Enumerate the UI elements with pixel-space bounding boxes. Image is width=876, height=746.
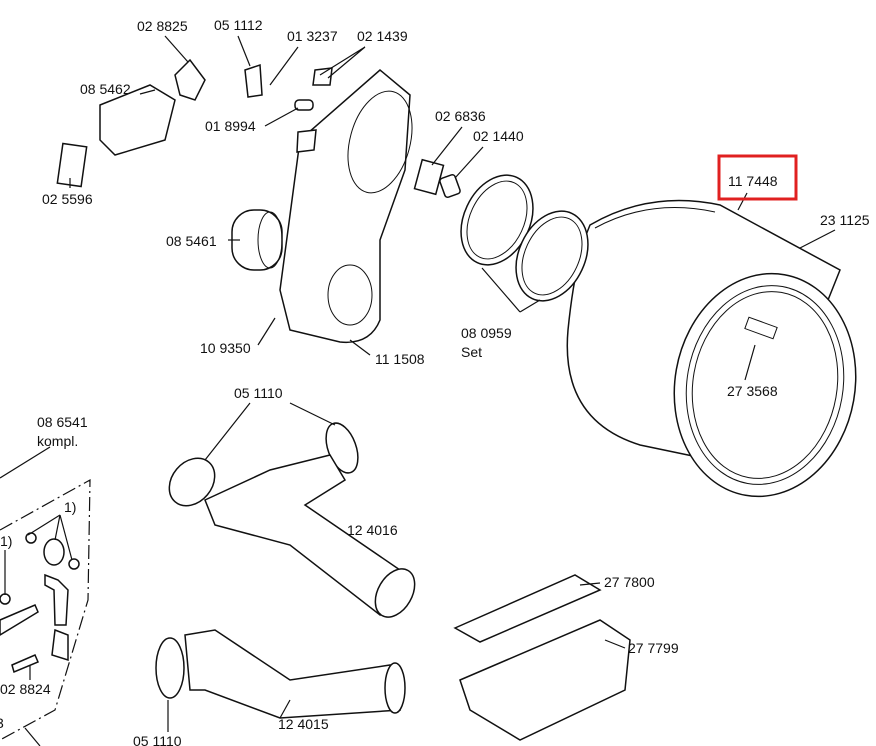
leader-lines [0,35,836,746]
label-08-5462: 08 5462 [80,81,131,97]
label-kompl: kompl. [37,433,78,449]
lint-filter [459,619,631,741]
heater-part [99,84,176,156]
bracket-part-a [312,67,333,86]
label-08-0959: 08 0959 [461,325,512,341]
filter-gasket [453,574,602,643]
label-set: Set [461,344,482,360]
label-27-7799: 27 7799 [628,640,679,656]
seal-rings [460,174,589,302]
label-12-4015: 12 4015 [278,716,329,732]
label-27-7800: 27 7800 [604,574,655,590]
label-11-1508: 11 1508 [375,351,425,367]
label-08-6541: 08 6541 [37,414,88,430]
label-02-1439: 02 1439 [357,28,408,44]
label-27-3568: 27 3568 [727,383,778,399]
note-1-a: 1) [64,499,76,515]
label-10-9350: 10 9350 [200,340,251,356]
label-02-6836: 02 6836 [435,108,486,124]
label-02-5596: 02 5596 [42,191,93,207]
label-23-1125: 23 1125 [820,212,870,228]
label-02-8825: 02 8825 [137,18,188,34]
label-02-1440: 02 1440 [473,128,524,144]
fan-housing [279,69,413,344]
bushing-part [439,173,461,199]
label-01-3237: 01 3237 [287,28,338,44]
frame-gasket [56,142,88,188]
note-1-b: 1) [0,533,12,549]
label-05-1112: 05 1112 [214,17,263,33]
sensor-part [174,58,206,101]
label-05-1110-top: 05 1110 [234,385,283,401]
gasket-part [413,158,445,196]
duct-12-4016 [168,422,416,618]
pin-part [294,99,314,111]
drum-part [566,199,857,498]
clip-part [244,63,263,98]
label-01-8994: 01 8994 [205,118,256,134]
label-05-1110-bottom: 05 1110 [133,733,182,746]
duct-12-4015 [155,629,406,719]
highlight-box [717,154,798,201]
label-11-7448: 11 7448 [728,173,778,189]
kit-part-group [0,478,91,741]
label-08-5461: 08 5461 [166,233,217,249]
label-02-8824: 02 8824 [0,681,51,697]
bracket-part-b [296,129,317,153]
label-3: 3 [0,715,4,731]
label-12-4016: 12 4016 [347,522,398,538]
